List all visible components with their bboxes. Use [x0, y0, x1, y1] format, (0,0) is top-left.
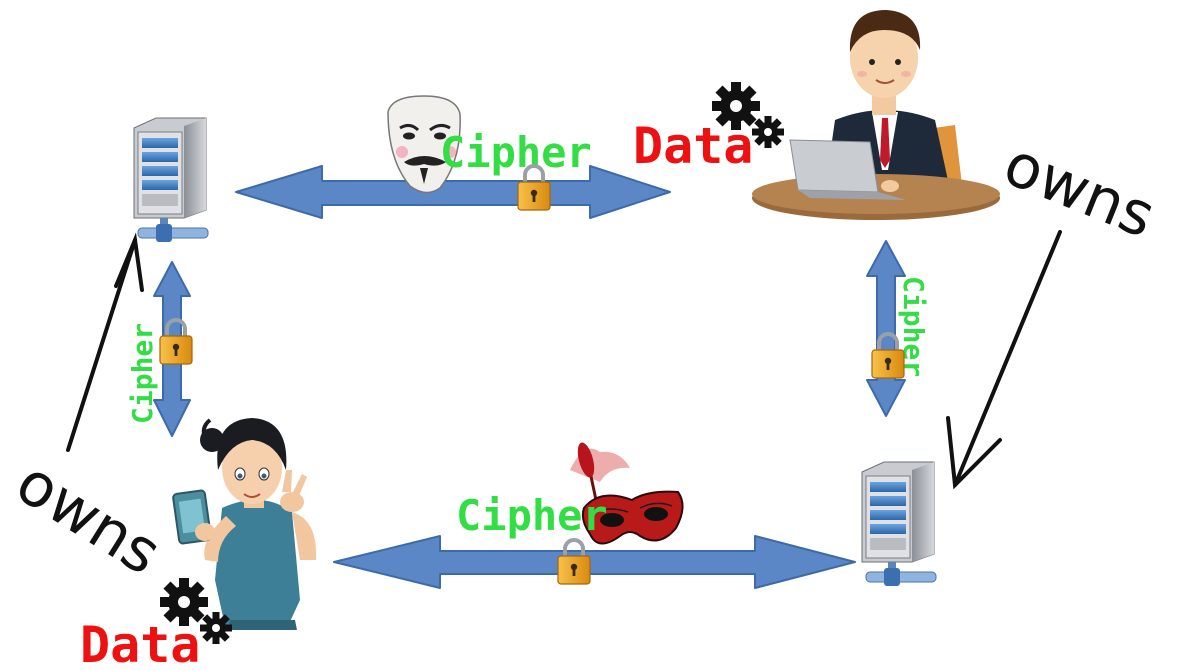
cipher-label-bottom: Cipher	[456, 491, 608, 540]
data-label-top: Data	[633, 117, 753, 175]
businessman-icon	[752, 10, 1000, 220]
cipher-label-left: Cipher	[126, 323, 159, 424]
padlock-icon	[556, 538, 592, 586]
right-channel-arrow	[866, 240, 906, 417]
cipher-label-top: Cipher	[440, 128, 592, 177]
server-icon	[861, 461, 937, 587]
owns-arrow-left	[66, 232, 144, 452]
owns-arrow-right	[946, 230, 1062, 490]
owns-label-left: owns	[4, 447, 173, 589]
guy-fawkes-mask-icon	[387, 95, 461, 194]
encrypted-channels	[153, 165, 906, 589]
server-icon	[133, 117, 209, 243]
top-channel-arrow	[235, 165, 671, 219]
bottom-channel-arrow	[333, 535, 856, 589]
owns-label-right: owns	[994, 129, 1164, 252]
data-label-bottom: Data	[80, 616, 200, 671]
masquerade-mask-icon	[570, 442, 684, 545]
woman-with-phone-icon	[172, 418, 317, 630]
